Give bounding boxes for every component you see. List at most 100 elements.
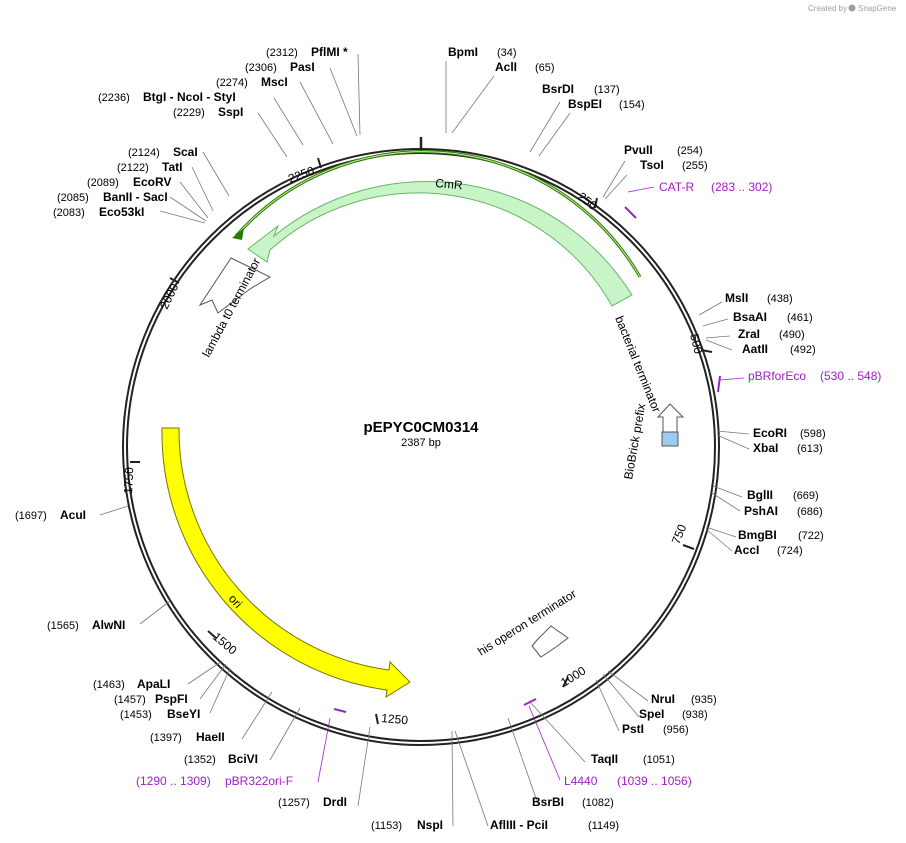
- svg-text:(2124): (2124): [128, 147, 160, 159]
- svg-text:MslI: MslI: [725, 291, 748, 305]
- svg-text:(2085): (2085): [57, 192, 89, 204]
- svg-text:(1397): (1397): [150, 732, 182, 744]
- svg-text:Eco53kI: Eco53kI: [99, 205, 144, 219]
- svg-text:(154): (154): [619, 99, 645, 111]
- enzyme-bsrbi: BsrBI(1082): [532, 795, 614, 809]
- svg-text:(1039 .. 1056): (1039 .. 1056): [617, 774, 692, 788]
- tick-500: 500: [687, 332, 713, 355]
- svg-text:BsaAI: BsaAI: [733, 310, 767, 324]
- svg-text:(438): (438): [767, 293, 793, 305]
- svg-text:(283 .. 302): (283 .. 302): [711, 180, 772, 194]
- svg-text:(1697): (1697): [15, 510, 47, 522]
- enzyme-bseyi: BseYI(1453): [120, 707, 200, 721]
- tick-2000: 2000: [157, 277, 182, 311]
- svg-text:AclI: AclI: [495, 60, 517, 74]
- enzyme-bmgbi: BmgBI(722): [738, 528, 824, 542]
- biobrick-prefix-feature[interactable]: [656, 403, 685, 447]
- watermark-prefix: Created by: [808, 4, 847, 13]
- enzyme-bpmi: BpmI(34): [448, 45, 517, 59]
- tick-1750: 1750: [121, 461, 140, 494]
- enzyme-spei: SpeI(938): [639, 707, 708, 721]
- enzyme-sspi: SspI(2229): [173, 105, 243, 119]
- enzyme-zrai: ZraI (490): [738, 327, 805, 341]
- enzyme-bsrdi: BsrDI(137): [542, 82, 620, 96]
- svg-text:(686): (686): [797, 506, 823, 518]
- svg-text:(2083): (2083): [53, 207, 85, 219]
- svg-text:SpeI: SpeI: [639, 707, 664, 721]
- svg-text:(956): (956): [663, 724, 689, 736]
- enzyme-acci: AccI(724): [734, 543, 803, 557]
- enzyme-bcivi: BciVI(1352): [184, 752, 258, 766]
- svg-text:(1257): (1257): [278, 797, 310, 809]
- svg-text:BspEI: BspEI: [568, 97, 602, 111]
- biobrick-prefix-label: BioBrick prefix: [621, 403, 648, 481]
- tick-1000: 1000: [558, 663, 588, 689]
- svg-text:(1149): (1149): [588, 820, 619, 832]
- svg-text:pBRforEco: pBRforEco: [748, 369, 806, 383]
- svg-text:L4440: L4440: [564, 774, 598, 788]
- enzyme-alwni: AlwNI(1565): [47, 618, 125, 632]
- svg-text:ScaI: ScaI: [173, 145, 198, 159]
- svg-text:(254): (254): [677, 145, 703, 157]
- svg-text:ZraI: ZraI: [738, 327, 760, 341]
- bacterial-terminator-label: bacterial terminator: [612, 314, 663, 414]
- svg-text:TaqII: TaqII: [591, 752, 618, 766]
- svg-text:TsoI: TsoI: [640, 158, 664, 172]
- svg-text:(669): (669): [793, 490, 819, 502]
- enzyme-afliii-pcii: AflIII - PciI (1149): [490, 818, 619, 832]
- svg-text:(461): (461): [787, 312, 813, 324]
- svg-text:EcoRI: EcoRI: [753, 426, 787, 440]
- enzyme-ecori: EcoRI (598): [753, 426, 826, 440]
- cmr-highlight-arrowhead: [232, 228, 244, 240]
- enzyme-ecorv: EcoRV(2089): [87, 175, 171, 189]
- ori-feature[interactable]: [161, 427, 411, 698]
- svg-text:NruI: NruI: [651, 692, 675, 706]
- cmr-feature[interactable]: [247, 181, 633, 307]
- svg-text:(530 .. 548): (530 .. 548): [820, 369, 881, 383]
- enzyme-bspei: BspEI (154): [568, 97, 645, 111]
- svg-text:DrdI: DrdI: [323, 795, 347, 809]
- enzyme-nrui: NruI (935): [651, 692, 717, 706]
- lambda-t0-terminator-feature[interactable]: [198, 257, 272, 314]
- svg-text:(492): (492): [790, 344, 816, 356]
- svg-text:(490): (490): [779, 329, 805, 341]
- enzyme-xbai: XbaI(613): [753, 441, 823, 455]
- svg-text:HaeII: HaeII: [196, 730, 225, 744]
- enzyme-pvuii: PvuII(254): [624, 143, 703, 157]
- his-operon-terminator-feature[interactable]: [531, 625, 569, 658]
- svg-text:(2236): (2236): [98, 92, 130, 104]
- svg-text:BmgBI: BmgBI: [738, 528, 777, 542]
- svg-text:(935): (935): [691, 694, 717, 706]
- svg-text:AatII: AatII: [742, 342, 768, 356]
- enzyme-aatii: AatII (492): [742, 342, 816, 356]
- svg-text:BglII: BglII: [747, 488, 773, 502]
- svg-text:(598): (598): [800, 428, 826, 440]
- svg-text:BciVI: BciVI: [228, 752, 258, 766]
- svg-text:(2089): (2089): [87, 177, 119, 189]
- svg-text:BsrDI: BsrDI: [542, 82, 574, 96]
- snapgene-logo-icon: [848, 4, 856, 12]
- tick-250: 250: [575, 189, 600, 213]
- svg-text:(1051): (1051): [643, 754, 675, 766]
- enzyme-tati: TatI(2122): [117, 160, 182, 174]
- cat-r-mark: [624, 206, 637, 219]
- svg-text:AcuI: AcuI: [60, 508, 86, 522]
- svg-text:MscI: MscI: [261, 75, 288, 89]
- svg-text:CAT-R: CAT-R: [659, 180, 694, 194]
- svg-text:BseYI: BseYI: [167, 707, 200, 721]
- svg-text:(2122): (2122): [117, 162, 149, 174]
- svg-text:SspI: SspI: [218, 105, 243, 119]
- svg-text:NspI: NspI: [417, 818, 443, 832]
- svg-text:BtgI - NcoI - StyI: BtgI - NcoI - StyI: [143, 90, 236, 104]
- plasmid-length: 2387 bp: [401, 437, 441, 449]
- primer-cat-r: CAT-R (283 .. 302): [659, 180, 772, 194]
- enzyme-banii-saci: BanII - SacI(2085): [57, 190, 168, 204]
- enzyme-psti: PstI(956): [622, 722, 689, 736]
- svg-text:AflIII - PciI: AflIII - PciI: [490, 818, 548, 832]
- svg-text:(2274): (2274): [216, 77, 248, 89]
- svg-text:BsrBI: BsrBI: [532, 795, 564, 809]
- svg-text:(1565): (1565): [47, 620, 79, 632]
- svg-text:(34): (34): [497, 47, 517, 59]
- enzyme-msci: MscI (2274): [216, 75, 288, 89]
- svg-text:XbaI: XbaI: [753, 441, 778, 455]
